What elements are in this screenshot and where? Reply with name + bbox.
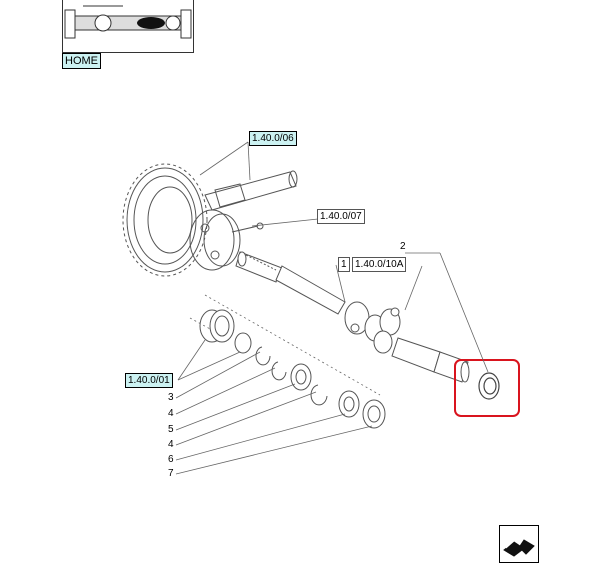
snap-ring-4b: [310, 384, 328, 406]
callout-5: 5: [168, 424, 174, 435]
highlight-frame: [454, 359, 520, 417]
snap-ring-4a: [271, 361, 287, 381]
pinion-shaft: [204, 170, 298, 211]
snap-ring-3: [255, 346, 271, 366]
callout-3: 3: [168, 392, 174, 403]
bearing-assembly: [199, 309, 252, 354]
universal-joint: [344, 301, 401, 354]
callout-4a: 4: [168, 408, 174, 419]
axle-thumbnail-icon: [64, 5, 192, 39]
crown-gear: [122, 163, 208, 277]
ref-link-1-40-0-01[interactable]: 1.40.0/01: [125, 373, 173, 388]
callout-2: 2: [400, 241, 406, 252]
callout-7: 7: [168, 468, 174, 479]
overview-thumbnail[interactable]: [62, 0, 194, 53]
next-page-button[interactable]: [499, 525, 539, 563]
bearing-5: [290, 363, 312, 391]
leader-lines: [175, 141, 489, 475]
bearing-6: [338, 390, 360, 418]
home-button[interactable]: HOME: [62, 53, 101, 69]
ref-link-1-40-0-07[interactable]: 1.40.0/07: [317, 209, 365, 224]
ref-link-1-40-0-06[interactable]: 1.40.0/06: [249, 131, 297, 146]
arrow-right-icon: [503, 539, 535, 557]
ref-quantity: 1: [338, 257, 350, 272]
ref-link-1-40-0-10a[interactable]: 1.40.0/10A: [352, 257, 407, 272]
seal-ring: [478, 372, 500, 400]
axle-shaft: [235, 251, 346, 315]
differential-housing: [189, 209, 264, 271]
callout-6: 6: [168, 454, 174, 465]
callout-4b: 4: [168, 439, 174, 450]
seal-7: [362, 399, 386, 429]
